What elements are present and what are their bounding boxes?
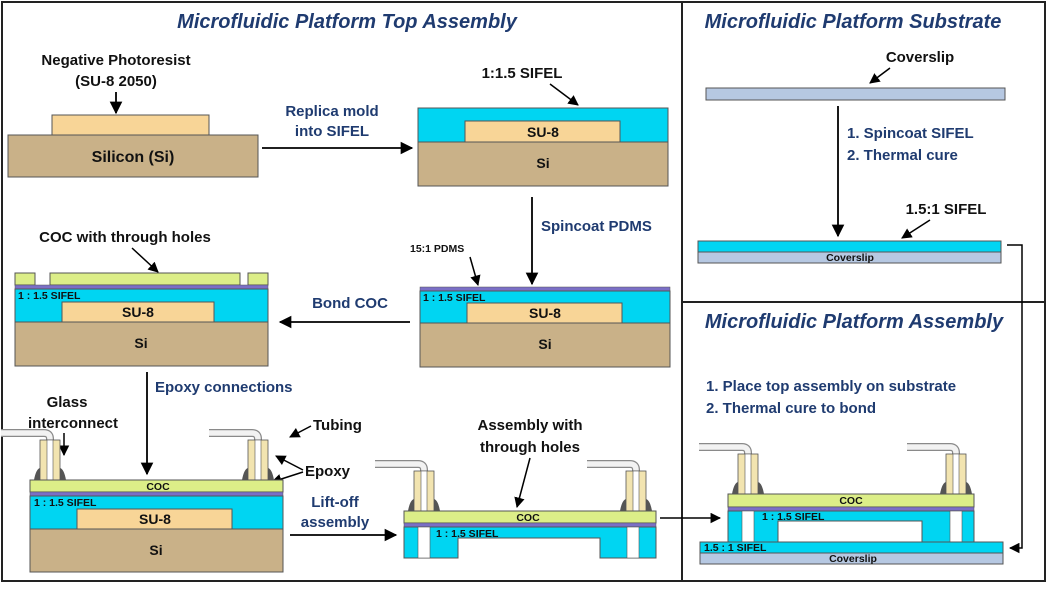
glass-label-1: Glass: [47, 394, 88, 411]
si-label: Si: [149, 542, 162, 558]
step-liftoff-assembly: Assembly with through holes COC 1 : 1.5 …: [375, 417, 657, 559]
down-arrow-icon: [514, 457, 531, 509]
step-pdms-coated: 15:1 PDMS 1 : 1.5 SIFEL SU-8 Si: [410, 243, 671, 368]
pdms-layer: [403, 522, 657, 528]
through-hole: [626, 526, 640, 559]
negative-photoresist-label: Negative Photoresist: [41, 52, 190, 69]
coc-segment: [247, 272, 269, 286]
assembly-holes-label-2: through holes: [480, 439, 580, 456]
tubing-label: Tubing: [313, 417, 362, 434]
through-hole: [417, 526, 431, 559]
silicon-layer: [7, 134, 259, 178]
panel-borders: [1, 1, 1046, 582]
su8-2050-label: (SU-8 2050): [75, 73, 157, 90]
left-arrow-icon: [275, 455, 304, 471]
down-arrow-icon: [469, 256, 481, 287]
glass-interconnect-icon: [699, 447, 764, 494]
replica-mold-label-1: Replica mold: [285, 103, 378, 120]
step-silicon-wafer: Negative Photoresist (SU-8 2050) Silicon…: [7, 52, 259, 178]
coverslip-layer: [705, 87, 1006, 101]
glass-label-2: interconnect: [28, 415, 118, 432]
down-arrow-icon: [869, 67, 891, 84]
pdms-layer: [29, 491, 284, 497]
sifel-layer: [697, 240, 1002, 253]
silicon-label: Silicon (Si): [92, 149, 175, 166]
coverslip-label: Coverslip: [829, 553, 877, 565]
assembly-step1-label: 1. Place top assembly on substrate: [706, 378, 956, 395]
glass-interconnect-icon: [587, 464, 652, 511]
assembly-title: Microfluidic Platform Assembly: [705, 311, 1004, 333]
coverslip-layer: [697, 251, 1002, 264]
sifel-small-label: 1 : 1.5 SIFEL: [423, 292, 486, 304]
silicon-layer: [419, 322, 671, 368]
connector-arrow-icon: [1007, 244, 1023, 554]
su8-layer: [51, 114, 210, 136]
bond-coc-label: Bond COC: [312, 295, 388, 312]
su8-label: SU-8: [139, 511, 171, 527]
spincoat-pdms-label: Spincoat PDMS: [541, 218, 652, 235]
coc-segment: [49, 272, 241, 286]
sifel-small-label: 1 : 1.5 SIFEL: [18, 290, 81, 302]
glass-interconnect-icon: [375, 464, 440, 511]
si-label: Si: [536, 155, 549, 171]
coc-label: COC: [516, 512, 540, 524]
through-hole: [741, 510, 755, 543]
assembly-step2-label: 2. Thermal cure to bond: [706, 400, 876, 417]
epoxy-label: Epoxy: [305, 463, 351, 480]
substrate-step2-label: 2. Thermal cure: [847, 147, 958, 164]
substrate-steps: Coverslip 1. Spincoat SIFEL 2. Thermal c…: [697, 49, 1006, 264]
down-arrow-icon: [131, 247, 159, 273]
down-arrow-icon: [901, 219, 931, 239]
substrate-title: Microfluidic Platform Substrate: [705, 11, 1002, 33]
pdms-layer: [14, 284, 269, 290]
sifel-small-label: 1 : 1.5 SIFEL: [34, 497, 97, 509]
step-epoxy-connections: Glass interconnect Tubing Epoxy COC 1 : …: [1, 394, 362, 573]
step-sifel-mold: 1:1.5 SIFEL SU-8 Si: [417, 65, 669, 187]
through-hole: [949, 510, 963, 543]
si-label: Si: [538, 336, 551, 352]
su8-label: SU-8: [122, 304, 154, 320]
su8-label: SU-8: [527, 124, 559, 140]
coc-label: COC: [146, 481, 170, 493]
glass-interconnect-icon: [1, 433, 66, 480]
coverslip-layer: [699, 552, 1004, 565]
si-label: Si: [134, 335, 147, 351]
glass-interconnect-icon: [209, 433, 274, 480]
pdms-ratio-label: 15:1 PDMS: [410, 243, 464, 255]
replica-mold-label-2: into SIFEL: [295, 123, 369, 140]
liftoff-label-2: assembly: [301, 514, 370, 531]
silicon-layer: [29, 528, 284, 573]
down-arrow-icon: [549, 83, 579, 106]
pdms-layer: [419, 286, 671, 292]
silicon-layer: [417, 141, 669, 187]
coc-label: COC: [839, 495, 863, 507]
coverslip-label: Coverslip: [886, 49, 954, 66]
final-assembly: 1. Place top assembly on substrate 2. Th…: [699, 378, 1004, 565]
glass-interconnect-icon: [907, 447, 972, 494]
step-coc-bonded: COC with through holes 1 : 1.5 SIFEL SU-…: [14, 229, 269, 367]
su8-label: SU-8: [529, 305, 561, 321]
liftoff-label-1: Lift-off: [311, 494, 359, 511]
silicon-layer: [14, 321, 269, 367]
epoxy-connections-label: Epoxy connections: [155, 379, 293, 396]
coc-holes-label: COC with through holes: [39, 229, 211, 246]
left-arrow-icon: [289, 425, 312, 438]
sifel-ratio-label: 1:1.5 SIFEL: [482, 65, 563, 82]
sifel-ratio-label: 1.5:1 SIFEL: [906, 201, 987, 218]
substrate-step1-label: 1. Spincoat SIFEL: [847, 125, 974, 142]
sifel-bottom-label: 1.5 : 1 SIFEL: [704, 542, 767, 554]
sifel-top-label: 1 : 1.5 SIFEL: [762, 511, 825, 523]
coc-segment: [14, 272, 36, 286]
sifel-small-label: 1 : 1.5 SIFEL: [436, 528, 499, 540]
coverslip-small-label: Coverslip: [826, 252, 874, 264]
assembly-holes-label-1: Assembly with: [477, 417, 582, 434]
top-assembly-title: Microfluidic Platform Top Assembly: [177, 11, 518, 33]
